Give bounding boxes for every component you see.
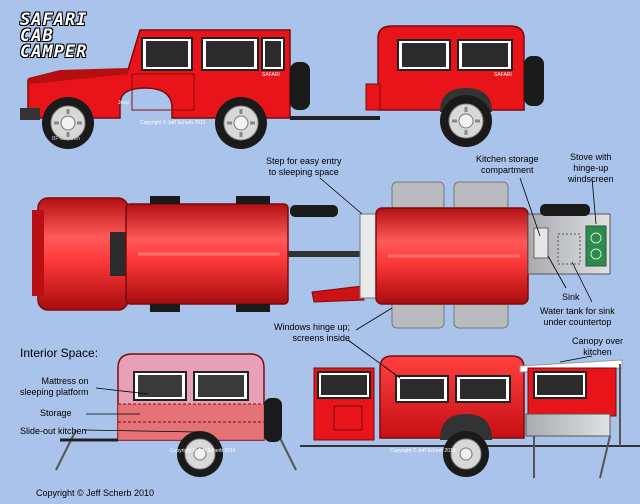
title-line-3: CAMPER bbox=[20, 42, 88, 62]
trailer-camping-view bbox=[300, 355, 640, 479]
label-sink: Sink bbox=[562, 292, 580, 302]
trailer-side-view bbox=[365, 25, 544, 149]
tire-brand: BF Goodrich bbox=[52, 136, 80, 142]
label-windows: Windows hinge up;screens inside bbox=[274, 322, 351, 343]
interior-copyright: Copyright © Jeff Scherb 2010 bbox=[170, 447, 236, 454]
title-line-2: CAB bbox=[20, 26, 54, 46]
vehicle-copyright: Copyright © Jeff Scherb 2010 bbox=[140, 119, 206, 126]
trailer-interior-view bbox=[55, 353, 297, 478]
jeep-badge: Jeep bbox=[118, 100, 129, 106]
jeep-model-badge: SAFARI bbox=[262, 72, 280, 78]
copyright: Copyright © Jeff Scherb 2010 bbox=[36, 488, 155, 498]
trailer-top-view bbox=[359, 181, 611, 329]
jeep-top-view bbox=[32, 196, 365, 312]
callout-lines bbox=[83, 177, 597, 433]
trailer-model-badge: SAFARI bbox=[494, 72, 512, 78]
label-slideout-kitchen: Slide-out kitchen bbox=[20, 426, 87, 436]
title-line-1: SAFARI bbox=[20, 10, 88, 30]
camping-copyright: Copyright © Jeff Scherb 2010 bbox=[390, 447, 456, 454]
interior-heading: Interior Space: bbox=[20, 346, 99, 360]
label-storage: Storage bbox=[40, 408, 72, 418]
jeep-side-view bbox=[20, 29, 380, 151]
